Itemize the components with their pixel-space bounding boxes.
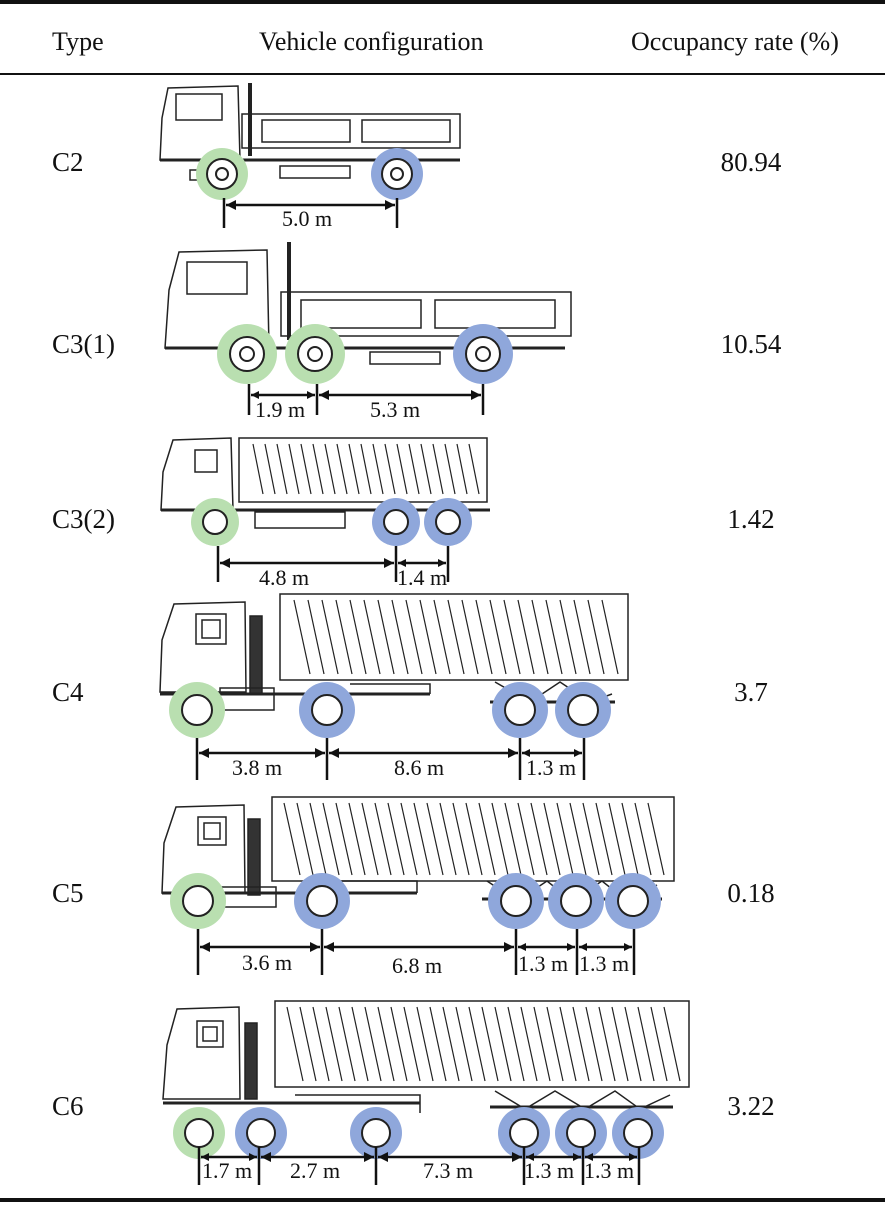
header-type: Type	[52, 27, 104, 56]
header-vehicle-configuration: Vehicle configuration	[259, 27, 484, 56]
row-occupancy-rate: 3.22	[727, 1091, 775, 1121]
axle-spacing-label: 4.8 m	[259, 565, 309, 590]
axle-spacing-label: 5.3 m	[370, 397, 420, 420]
axle-spacing-label: 7.3 m	[423, 1158, 473, 1183]
truck-illustration-c3-2: 4.8 m 1.4 m	[160, 437, 490, 590]
row-type: C6	[52, 1091, 84, 1121]
axle-spacing-label: 2.7 m	[290, 1158, 340, 1183]
header-rule	[0, 73, 885, 75]
truck-illustration-c3-1: 1.9 m 5.3 m	[164, 242, 572, 420]
axle-spacing-label: 8.6 m	[394, 755, 444, 780]
axle-spacing-label: 1.3 m	[524, 1158, 574, 1183]
axle-spacing-label: 3.8 m	[232, 755, 282, 780]
axle-spacing-label: 1.9 m	[255, 397, 305, 420]
row-type: C3(2)	[52, 504, 115, 534]
axle-spacing-label: 1.3 m	[526, 755, 576, 780]
row-type: C3(1)	[52, 329, 115, 359]
axle-spacing-label: 1.7 m	[202, 1158, 252, 1183]
axle-spacing-label: 6.8 m	[392, 953, 442, 978]
axle-spacing-label: 1.4 m	[397, 565, 447, 590]
top-rule	[0, 0, 885, 4]
row-occupancy-rate: 3.7	[734, 677, 768, 707]
header-occupancy-rate: Occupancy rate (%)	[631, 27, 839, 56]
row-type: C5	[52, 878, 84, 908]
truck-illustration-c2: 5.0 m	[159, 83, 461, 231]
axle-spacing-label: 1.3 m	[584, 1158, 634, 1183]
row-occupancy-rate: 80.94	[720, 147, 782, 177]
row-occupancy-rate: 1.42	[727, 504, 775, 534]
row-occupancy-rate: 10.54	[720, 329, 782, 359]
row-type: C2	[52, 147, 84, 177]
truck-illustration-c5: 3.6 m 6.8 m 1.3 m 1.3 m	[161, 796, 675, 978]
axle-spacing-label: 5.0 m	[282, 206, 332, 231]
axle-spacing-label: 1.3 m	[518, 951, 568, 976]
truck-illustration-c4: 3.8 m 8.6 m 1.3 m	[159, 593, 629, 780]
bottom-rule	[0, 1198, 885, 1202]
axle-spacing-label: 3.6 m	[242, 950, 292, 975]
row-occupancy-rate: 0.18	[727, 878, 775, 908]
truck-illustration-c6: 1.7 m 2.7 m 7.3 m 1.3 m 1.3 m	[162, 1000, 690, 1185]
axle-spacing-label: 1.3 m	[579, 951, 629, 976]
row-type: C4	[52, 677, 84, 707]
